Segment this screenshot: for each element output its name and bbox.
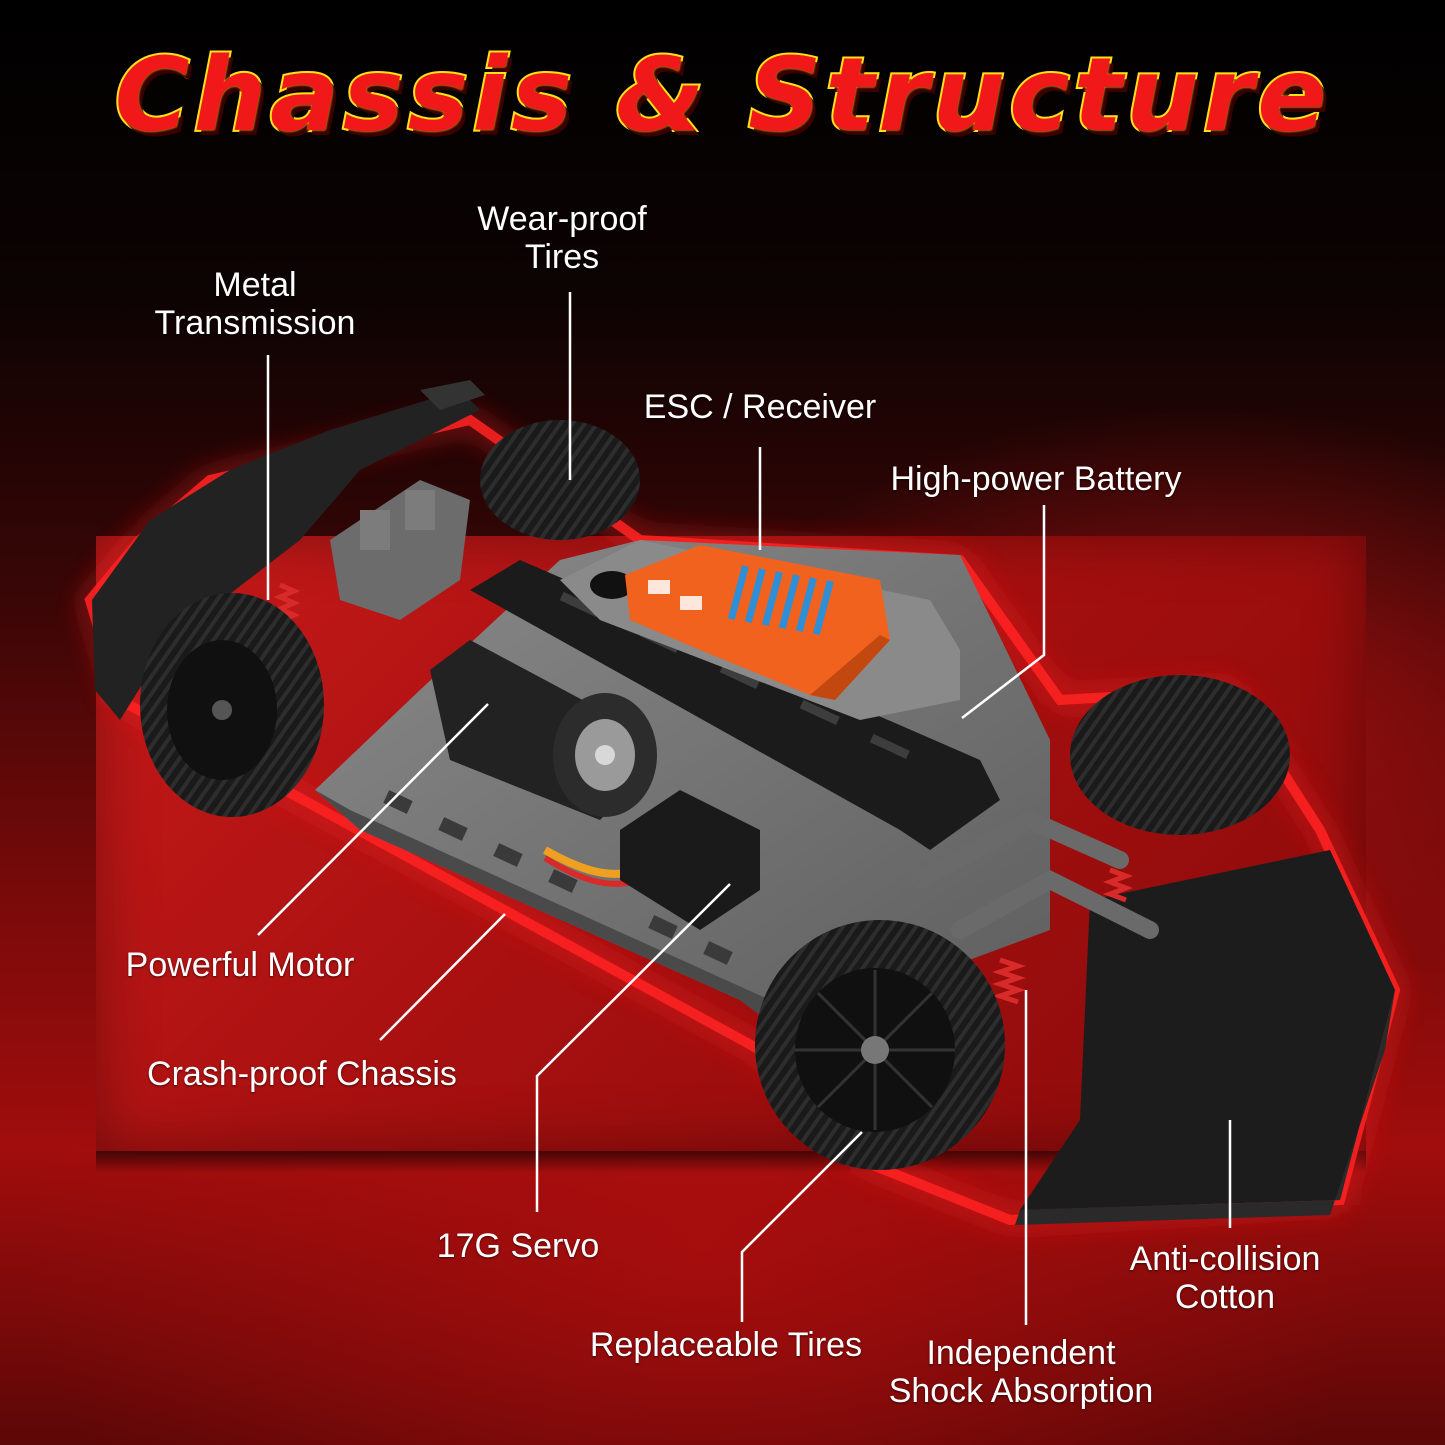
label-high-power-battery: High-power Battery [890,460,1182,498]
rear-left-tire [140,593,324,817]
label-shock-absorption: Independent Shock Absorption [888,1334,1154,1410]
esc-receiver-unit [625,545,890,700]
label-wear-proof-tires: Wear-proof Tires [477,200,647,276]
front-suspension [911,809,1159,939]
rear-right-tire [480,420,640,540]
rear-gearbox [330,480,470,620]
rear-wing [92,380,485,720]
front-bumper [1015,850,1395,1225]
label-metal-transmission: Metal Transmission [154,266,356,342]
front-left-tire [755,920,1005,1170]
label-powerful-motor: Powerful Motor [125,946,355,984]
front-right-tire [1070,675,1290,835]
label-17g-servo: 17G Servo [436,1227,600,1265]
page-title: Chassis & Structure [113,34,1331,157]
label-esc-receiver: ESC / Receiver [643,388,877,426]
label-anti-collision-cotton: Anti-collision Cotton [1129,1240,1321,1316]
esc-heatsink [727,565,834,636]
label-replaceable-tires: Replaceable Tires [589,1326,863,1364]
label-crash-proof-chassis: Crash-proof Chassis [147,1055,457,1093]
